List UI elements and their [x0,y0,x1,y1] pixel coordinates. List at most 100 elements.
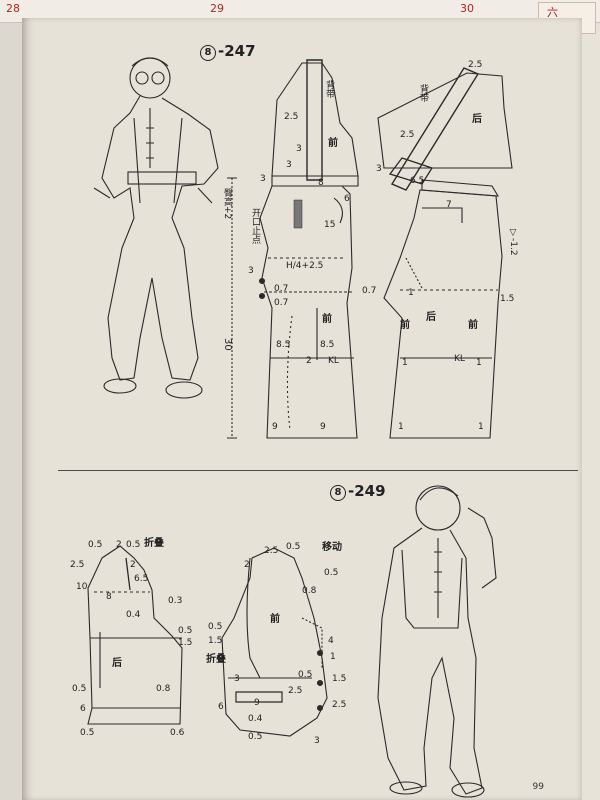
label-opening-stop: 开口止点 [250,208,260,244]
measure: 8 [106,592,112,602]
measure: 0.5 [248,732,263,742]
figure-number: 8 [330,485,346,501]
measure: 0.5 [80,728,95,738]
measure: 0.5 [88,540,103,550]
measure: 0.7 [362,286,377,296]
measure: 2 [116,540,122,550]
measure: 2.5 [264,546,279,556]
measure: 2.5 [400,130,415,140]
measure: 0.5 [126,540,141,550]
measure: 0.6 [170,728,185,738]
label-back: 后 [426,312,436,323]
figure-code: -249 [348,482,386,500]
label-front: 前 [400,320,410,331]
measure: 2.5 [468,60,483,70]
label-front: 前 [270,614,280,625]
measure: 1 [402,358,408,368]
label-back: 后 [112,658,122,669]
label-back: 后 [472,114,482,125]
measure: 1.5 [500,294,515,304]
measure: 1 [398,422,404,432]
measure: 9 [272,422,278,432]
measure: 9 [254,698,260,708]
measure: 1 [408,288,414,298]
measure: 8 [318,178,324,188]
figure-code: -247 [218,42,256,60]
measure: 2.5 [332,700,347,710]
vest-front-249 [221,547,328,737]
length-30: 30 [222,338,233,351]
label-front: 前 [322,314,332,325]
measure: 2.5 [288,686,303,696]
back-pattern-247 [377,67,513,439]
measure: 9 [320,422,326,432]
measure: 3 [314,736,320,746]
measure: 8.5 [276,340,291,350]
boy-figure-249 [377,485,497,798]
label-front: 前 [328,138,338,149]
calendar-number: 30 [460,2,474,15]
label-fold: 折叠 [206,654,226,665]
measure: 0.5 [72,684,87,694]
measure: 3 [234,674,240,684]
measure: 0.5 [324,568,339,578]
label-fold: 折叠 [144,538,164,549]
height-note: 臀高+2 [222,188,232,220]
measure: 10 [76,582,88,592]
boy-figure-247 [93,57,219,399]
measure: 6 [80,704,86,714]
label-back-strap: 背带 [418,84,428,102]
measure: 1 [476,358,482,368]
pattern-drawings [87,57,513,798]
measure: 0.8 [302,586,317,596]
measure: 0.3 [168,596,183,606]
hip-formula: H/4+2.5 [286,261,324,271]
label-back-strap: 背带 [324,80,334,98]
measure: 8.5 [320,340,335,350]
measure: 0.4 [248,714,263,724]
measure: 6.5 [410,176,425,186]
measure: 7 [446,200,452,210]
measure: ▽-1.2 [508,228,518,256]
front-pattern-247 [258,59,359,439]
figure-label-247: 8-247 [200,42,256,61]
measure: 0.7 [274,284,289,294]
calendar-number: 29 [210,2,224,15]
measure: 3 [286,160,292,170]
measure: 2 [244,560,250,570]
measure: 1 [478,422,484,432]
measure: 0.5 [178,626,193,636]
measure: 1 [330,652,336,662]
calendar-weekday: 六 [547,6,558,19]
measure: 1.5 [332,674,347,684]
measure: 15 [324,220,336,230]
measure: 0.5 [298,670,313,680]
measure: 2.5 [284,112,299,122]
measure: 2 [306,356,312,366]
measure: 6 [344,194,350,204]
measure: 6 [218,702,224,712]
measure: 0.7 [274,298,289,308]
measure: 2 [130,560,136,570]
label-move: 移动 [322,542,342,553]
measure: 2.5 [70,560,85,570]
label-front: 前 [468,320,478,331]
measure: 0.8 [156,684,171,694]
vest-back-249 [87,545,183,725]
measure: 3 [260,174,266,184]
measure: 0.4 [126,610,141,620]
measure: 3 [376,164,382,174]
section-divider [58,470,578,471]
measure: 0.5 [286,542,301,552]
page-number: 99 [532,782,544,792]
measure: 3 [296,144,302,154]
figure-label-249: 8-249 [330,482,386,501]
measure: 0.5 [208,622,223,632]
knee-line: KL [328,356,339,366]
knee-line: KL [454,354,465,364]
measure: 4 [328,636,334,646]
measure: 1.5 [178,638,193,648]
measure: 1.5 [208,636,223,646]
measure: 3 [248,266,254,276]
figure-number: 8 [200,45,216,61]
